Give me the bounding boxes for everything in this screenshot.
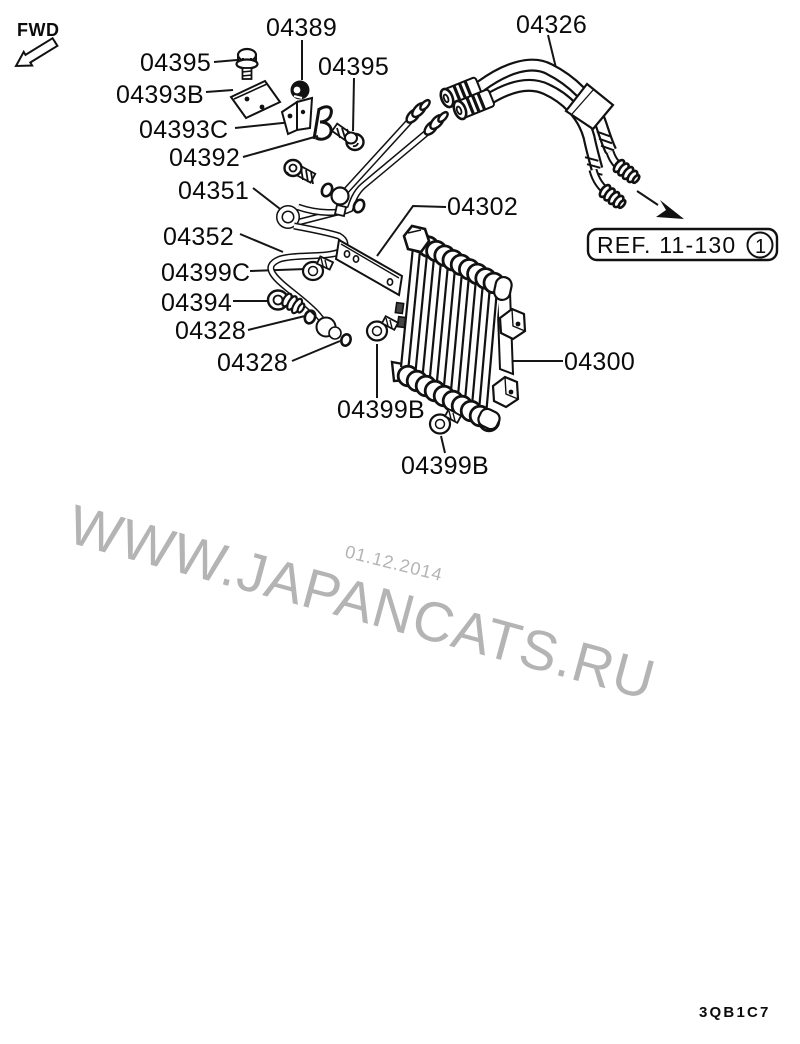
svg-text:WWW.JAPANCATS.RU: WWW.JAPANCATS.RU — [62, 492, 662, 711]
svg-text:04389: 04389 — [266, 14, 337, 42]
svg-text:04393C: 04393C — [139, 116, 228, 144]
svg-text:04393B: 04393B — [116, 81, 204, 109]
svg-text:04300: 04300 — [564, 348, 635, 376]
svg-text:04328: 04328 — [175, 317, 246, 345]
svg-text:04395: 04395 — [140, 49, 211, 77]
svg-text:04352: 04352 — [163, 223, 234, 251]
svg-text:04399B: 04399B — [401, 452, 489, 480]
svg-text:REF. 11-130: REF. 11-130 — [597, 232, 736, 258]
svg-text:04395: 04395 — [318, 53, 389, 81]
svg-text:04302: 04302 — [447, 193, 518, 221]
svg-text:04392: 04392 — [169, 144, 240, 172]
svg-text:1: 1 — [755, 236, 766, 258]
svg-text:04394: 04394 — [161, 289, 232, 317]
svg-text:04326: 04326 — [516, 11, 587, 39]
svg-text:04399B: 04399B — [337, 396, 425, 424]
svg-text:FWD: FWD — [17, 20, 59, 40]
svg-text:04399C: 04399C — [161, 259, 250, 287]
svg-text:04351: 04351 — [178, 177, 249, 205]
svg-text:04328: 04328 — [217, 349, 288, 377]
svg-text:3QB1C7: 3QB1C7 — [699, 1004, 771, 1021]
